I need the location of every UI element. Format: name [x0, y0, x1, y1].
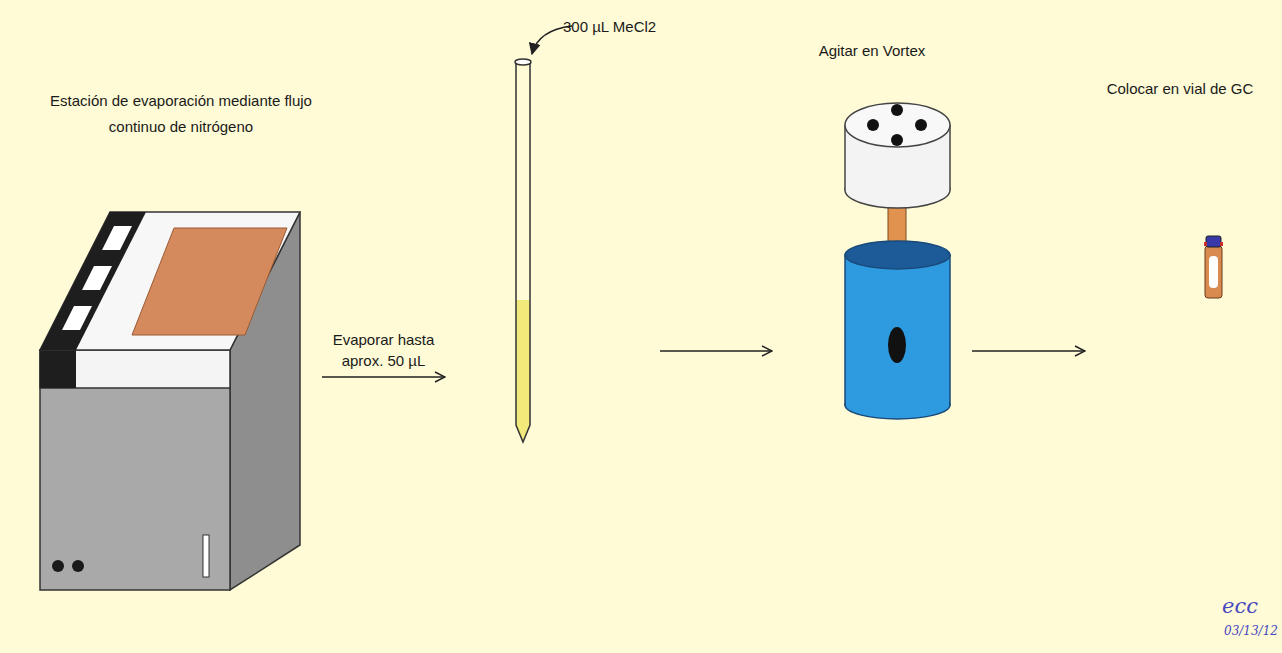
vortex-illustration — [845, 103, 950, 419]
evaporator-station: Estación de evaporación mediante flujo c… — [40, 88, 322, 593]
vial-step: Colocar en vial de GC — [1085, 76, 1275, 316]
flow-arrow — [322, 376, 445, 378]
step-caption: 300 µL MeCl2 — [563, 14, 660, 40]
tube-step: 300 µL MeCl2 — [445, 6, 660, 446]
arrow-label: Evaporar hasta aprox. 50 µL — [322, 329, 446, 371]
step-caption: Agitar en Vortex — [772, 38, 972, 64]
step-caption: Colocar en vial de GC — [1085, 76, 1275, 102]
vortex-step: Agitar en Vortex — [772, 38, 972, 420]
handwritten-note: ecc — [1222, 594, 1258, 618]
handwritten-note: 03/13/12 — [1224, 624, 1278, 638]
evaporator-illustration — [40, 212, 300, 590]
vial-illustration — [1204, 236, 1223, 298]
step-caption: Estación de evaporación mediante flujo c… — [40, 88, 322, 141]
flow-arrow — [660, 350, 772, 352]
flow-arrow — [972, 350, 1085, 352]
tube-illustration — [515, 26, 572, 442]
